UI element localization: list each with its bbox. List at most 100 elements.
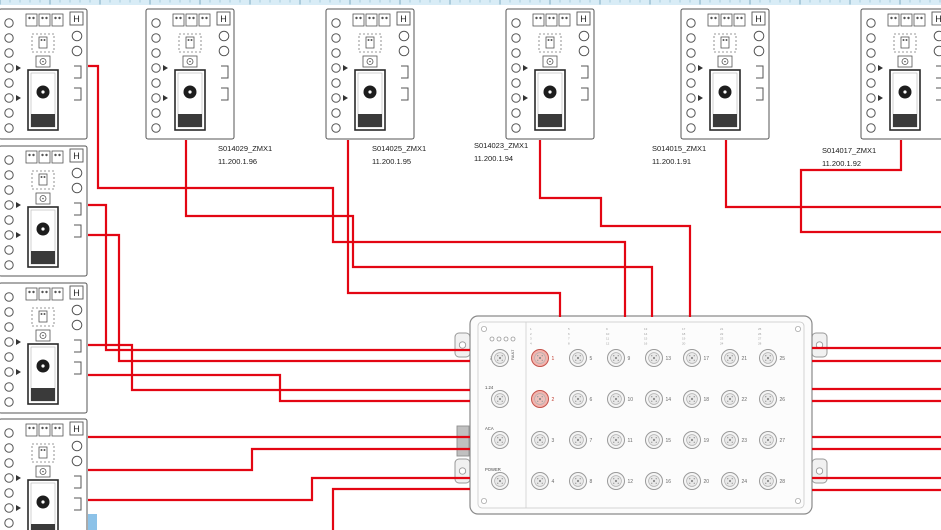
silkscreen-number: 15 — [644, 337, 648, 341]
device-module[interactable] — [0, 282, 88, 414]
silkscreen-number: 6 — [568, 332, 570, 336]
silkscreen-number: 19 — [682, 337, 686, 341]
screw-icon — [795, 325, 802, 332]
port-23 — [721, 431, 739, 449]
device-module[interactable] — [680, 8, 770, 140]
port-11 — [607, 431, 625, 449]
device-module[interactable] — [860, 8, 941, 140]
device-ip: 11.200.1.96 — [218, 157, 257, 166]
port-number: 9 — [628, 356, 631, 362]
silkscreen-number: 10 — [606, 332, 610, 336]
silkscreen-number: 22 — [720, 332, 724, 336]
port-number: 11 — [628, 438, 633, 444]
device-name: S014015_ZMX1 — [652, 144, 706, 153]
port-22 — [721, 390, 739, 408]
port-24 — [721, 472, 739, 490]
silkscreen-number: 28 — [758, 341, 762, 345]
side-port — [491, 431, 509, 449]
device-module[interactable] — [325, 8, 415, 140]
port-number: 28 — [780, 479, 786, 485]
silkscreen-number: 14 — [644, 332, 648, 336]
port-number: 8 — [590, 479, 593, 485]
silkscreen-number: 16 — [644, 341, 648, 345]
device-ip: 11.200.1.92 — [822, 159, 861, 168]
device-name: S014023_ZMX1 — [474, 141, 528, 150]
port-26 — [759, 390, 777, 408]
port-number: 2 — [552, 397, 555, 403]
port-3 — [531, 431, 549, 449]
port-14 — [645, 390, 663, 408]
side-port — [491, 349, 509, 367]
port-number: 6 — [590, 397, 593, 403]
port-27 — [759, 431, 777, 449]
port-number: 18 — [704, 397, 710, 403]
cable[interactable] — [88, 64, 627, 317]
switch-device[interactable]: P1P2RMFAULT1.24ACAPOWER15913172125261014… — [454, 315, 828, 515]
port-10 — [607, 390, 625, 408]
cable[interactable] — [538, 140, 692, 317]
cable[interactable] — [88, 447, 470, 472]
cable[interactable] — [88, 476, 470, 502]
device-module[interactable] — [0, 8, 88, 140]
port-number: 19 — [704, 438, 710, 444]
port-number: 27 — [780, 438, 786, 444]
port-20 — [683, 472, 701, 490]
cable[interactable] — [799, 140, 941, 234]
silkscreen-number: 3 — [530, 337, 532, 341]
silkscreen-number: 4 — [530, 341, 532, 345]
port-number: 14 — [666, 397, 672, 403]
silkscreen-number: 1 — [530, 327, 532, 331]
port-16 — [645, 472, 663, 490]
port-number: 22 — [742, 397, 748, 403]
blue-marker — [88, 514, 97, 530]
device-ip: 11.200.1.94 — [474, 154, 513, 163]
silkscreen-number: 23 — [720, 337, 724, 341]
status-led — [489, 336, 495, 342]
port-number: 13 — [666, 356, 672, 362]
side-port — [491, 472, 509, 490]
cables-layer — [88, 64, 941, 530]
device-name: S014029_ZMX1 — [218, 144, 272, 153]
cable[interactable] — [346, 140, 562, 317]
silkscreen-number: 18 — [682, 332, 686, 336]
device-labels: S014029_ZMX1 11.200.1.96 S014025_ZMX1 11… — [218, 141, 876, 168]
port-19 — [683, 431, 701, 449]
port-number: 15 — [666, 438, 672, 444]
port-number: 12 — [628, 479, 634, 485]
silkscreen-number: 11 — [606, 337, 609, 341]
screw-icon — [480, 325, 487, 332]
port-28 — [759, 472, 777, 490]
device-name: S014017_ZMX1 — [822, 146, 876, 155]
cable[interactable] — [88, 373, 470, 403]
side-port-label: 1.24 — [485, 385, 494, 390]
silkscreen-number: 12 — [606, 341, 610, 345]
cable[interactable] — [88, 343, 470, 392]
silkscreen-number: 25 — [758, 327, 762, 331]
device-module[interactable] — [505, 8, 595, 140]
screw-icon — [795, 497, 802, 504]
port-number: 3 — [552, 438, 555, 444]
device-module[interactable] — [0, 145, 88, 277]
port-number: 4 — [552, 479, 555, 485]
port-number: 16 — [666, 479, 672, 485]
port-13 — [645, 349, 663, 367]
port-number: 21 — [742, 356, 748, 362]
port-number: 23 — [742, 438, 748, 444]
cable[interactable] — [88, 203, 470, 352]
silkscreen-number: 8 — [568, 341, 570, 345]
cable[interactable] — [88, 233, 470, 363]
port-number: 17 — [704, 356, 710, 362]
port-number: 20 — [704, 479, 710, 485]
port-1 — [531, 349, 549, 367]
port-21 — [721, 349, 739, 367]
device-module[interactable] — [145, 8, 235, 140]
port-5 — [569, 349, 587, 367]
cable[interactable] — [331, 487, 470, 530]
led-label: FAULT — [511, 350, 515, 360]
status-led — [510, 336, 516, 342]
cable[interactable] — [184, 140, 654, 317]
silkscreen-number: 26 — [758, 332, 762, 336]
device-module[interactable] — [0, 418, 88, 530]
cable[interactable] — [724, 140, 941, 209]
